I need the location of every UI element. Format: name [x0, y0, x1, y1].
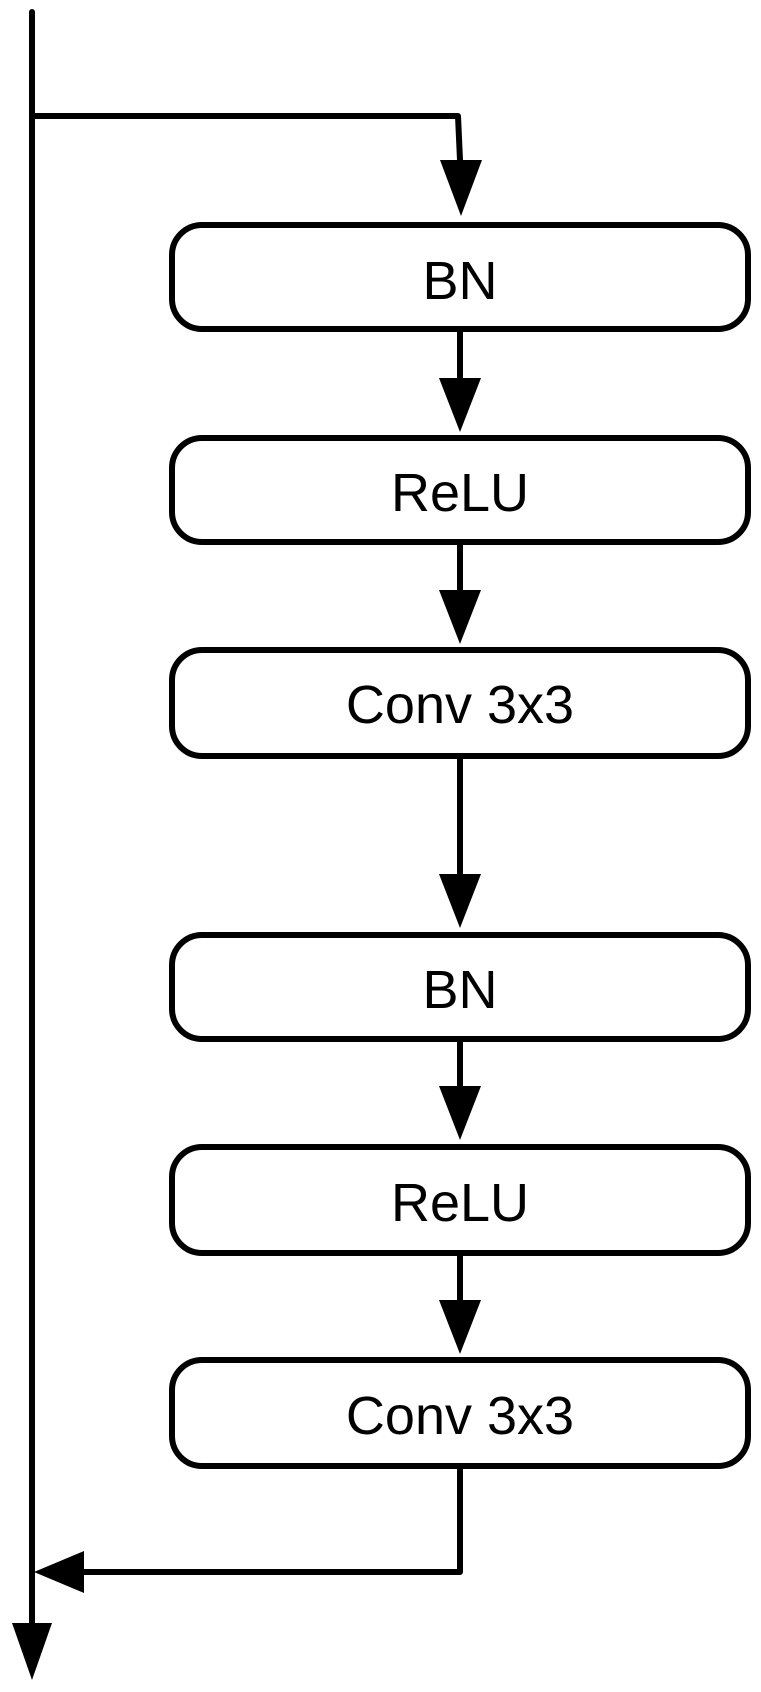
block-bn-2: BN — [169, 932, 751, 1042]
branch-output-line — [77, 1466, 463, 1575]
block-bn-2-label: BN — [422, 960, 497, 1020]
block-relu-2-label: ReLU — [391, 1173, 529, 1233]
output-arrow-icon — [12, 1623, 52, 1680]
block-conv-1: Conv 3x3 — [169, 647, 751, 759]
block-conv-2-label: Conv 3x3 — [346, 1386, 574, 1446]
block-bn-1-label: BN — [422, 251, 497, 311]
merge-arrow-icon — [34, 1551, 84, 1593]
block-conv-2: Conv 3x3 — [169, 1357, 751, 1469]
block-relu-1: ReLU — [169, 435, 751, 545]
arrow-relu2-conv2-icon — [439, 1300, 481, 1354]
block-relu-2: ReLU — [169, 1144, 751, 1256]
block-bn-1: BN — [169, 222, 751, 332]
block-relu-1-label: ReLU — [391, 463, 529, 523]
branch-input-line — [29, 113, 463, 163]
arrow-conv1-bn2-icon — [439, 874, 481, 928]
arrow-relu1-conv1-icon — [439, 590, 481, 644]
input-arrow-icon — [440, 160, 482, 216]
block-conv-1-label: Conv 3x3 — [346, 675, 574, 735]
arrow-bn2-relu2-icon — [439, 1086, 481, 1140]
arrow-bn1-relu1-icon — [439, 378, 481, 432]
